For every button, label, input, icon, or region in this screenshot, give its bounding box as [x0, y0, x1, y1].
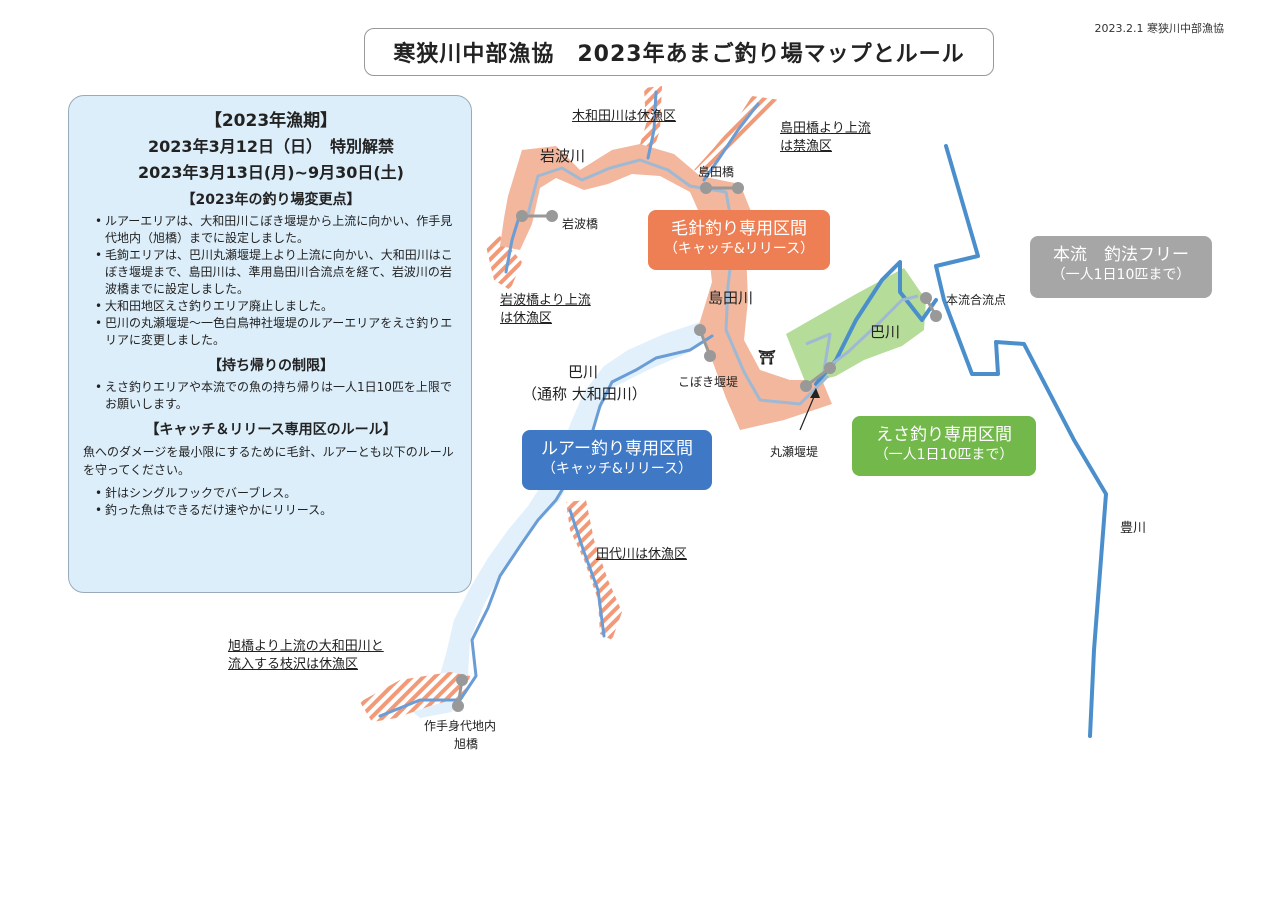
omoe-owada-river	[378, 334, 714, 718]
label-shimada-river: 島田川	[708, 289, 754, 307]
tomoe-river-east	[814, 260, 938, 386]
label-tomoe-river-west: 巴川	[568, 363, 599, 381]
label-owada-nickname: （通称 大和田川）	[522, 385, 647, 403]
label-koboki-weir: こぼき堰堤	[678, 375, 739, 389]
list-item: 巴川の丸瀬堰堤～一色白鳥神社堰堤のルアーエリアをえさ釣りエリアに変更しました。	[95, 315, 459, 349]
closed-asahibashi-hatch	[360, 672, 470, 722]
changes-list: ルアーエリアは、大和田川こぼき堰堤から上流に向かい、作手見代地内（旭橋）までに設…	[83, 213, 459, 349]
closed-tashiro-hatch	[566, 500, 622, 640]
label-asahibashi: 旭橋	[454, 737, 479, 751]
cr-list: 針はシングルフックでバーブレス。 釣った魚はできるだけ速やかにリリース。	[83, 485, 459, 519]
limit-heading: 【持ち帰りの制限】	[208, 358, 334, 374]
label-shimadabashi: 島田橋	[698, 165, 735, 179]
label-shimadabashi-upstream-2: は禁漁区	[780, 139, 833, 154]
zone-lure-title: ルアー釣り専用区間	[541, 439, 693, 459]
zone-fly-fishing: 毛針釣り専用区間 （キャッチ&リリース）	[648, 210, 830, 270]
closed-iwanamibashi-hatch	[486, 236, 522, 290]
changes-heading: 【2023年の釣り場変更点】	[181, 192, 361, 208]
iwanami-river	[504, 212, 522, 274]
zone-lure-fishing: ルアー釣り専用区間 （キャッチ&リリース）	[522, 430, 712, 490]
page-title: 寒狭川中部漁協 2023年あまご釣り場マップとルール	[393, 42, 965, 67]
list-item: えさ釣りエリアや本流での魚の持ち帰りは一人1日10匹を上限でお願いします。	[95, 379, 459, 413]
cr-intro: 魚へのダメージを最小限にするために毛針、ルアーとも以下のルールを守ってください。	[83, 445, 454, 477]
zone-bait-title: えさ釣り専用区間	[876, 425, 1012, 445]
shrine-icon: ⛩	[758, 350, 776, 366]
zone-bait-sub: （一人1日10匹まで）	[874, 447, 1014, 463]
zone-fly-sub: （キャッチ&リリース）	[663, 241, 815, 257]
label-honryu-junction: 本流合流点	[946, 293, 1007, 307]
info-panel: 【2023年漁期】 2023年3月12日（日） 特別解禁 2023年3月13日(…	[68, 95, 472, 593]
kiwada-river	[646, 90, 658, 160]
closed-shimadabashi-hatch	[694, 96, 780, 176]
list-item: 大和田地区えさ釣りエリア廃止しました。	[95, 298, 459, 315]
label-kiwada-closed: 木和田川は休漁区	[572, 109, 677, 124]
label-tashiro-closed: 田代川は休漁区	[596, 547, 688, 562]
label-asahibashi-upstream-1: 旭橋より上流の大和田川と	[228, 639, 384, 654]
zone-fly-title: 毛針釣り専用区間	[671, 219, 807, 239]
zone-lure-sub: （キャッチ&リリース）	[541, 461, 693, 477]
cr-heading: 【キャッチ＆リリース専用区のルール】	[145, 422, 397, 438]
limit-list: えさ釣りエリアや本流での魚の持ち帰りは一人1日10匹を上限でお願いします。	[83, 379, 459, 413]
label-tomoe-river-east: 巴川	[870, 323, 901, 341]
shimada-upper-river	[702, 102, 760, 182]
zone-bait-fishing: えさ釣り専用区間 （一人1日10匹まで）	[852, 416, 1036, 476]
list-item: 釣った魚はできるだけ速やかにリリース。	[95, 502, 459, 519]
tashiro-river	[568, 508, 606, 638]
title-box: 寒狭川中部漁協 2023年あまご釣り場マップとルール	[364, 28, 994, 76]
bait-area	[786, 268, 926, 384]
list-item: ルアーエリアは、大和田川こぼき堰堤から上流に向かい、作手見代地内（旭橋）までに設…	[95, 213, 459, 247]
label-iwanamibashi: 岩波橋	[562, 217, 599, 231]
label-iwanamibashi-upstream-1: 岩波橋より上流	[500, 293, 591, 308]
label-tsukude: 作手身代地内	[424, 719, 497, 733]
season-special-opening: 2023年3月12日（日） 特別解禁	[148, 137, 394, 156]
zone-main-stream: 本流 釣法フリー （一人1日10匹まで）	[1030, 236, 1212, 298]
label-maruse-weir: 丸瀬堰堤	[770, 445, 819, 459]
list-item: 毛鉤エリアは、巴川丸瀬堰堤上より上流に向かい、大和田川はこぼき堰堤まで、島田川は…	[95, 247, 459, 298]
toyokawa-river	[934, 144, 1108, 738]
zone-main-sub: （一人1日10匹まで）	[1051, 267, 1191, 283]
bait-area-river-line	[805, 294, 919, 372]
label-iwanami-river: 岩波川	[540, 147, 586, 165]
zone-main-title: 本流 釣法フリー	[1053, 245, 1189, 265]
label-shimadabashi-upstream-1: 島田橋より上流	[780, 121, 871, 136]
label-toyokawa: 豊川	[1120, 521, 1147, 536]
season-period: 2023年3月13日(月)~9月30日(土)	[138, 163, 404, 182]
label-asahibashi-upstream-2: 流入する枝沢は休漁区	[228, 657, 359, 672]
season-heading: 【2023年漁期】	[204, 111, 338, 131]
list-item: 針はシングルフックでバーブレス。	[95, 485, 459, 502]
label-iwanamibashi-upstream-2: は休漁区	[500, 311, 553, 326]
header-date: 2023.2.1 寒狭川中部漁協	[1094, 22, 1224, 35]
